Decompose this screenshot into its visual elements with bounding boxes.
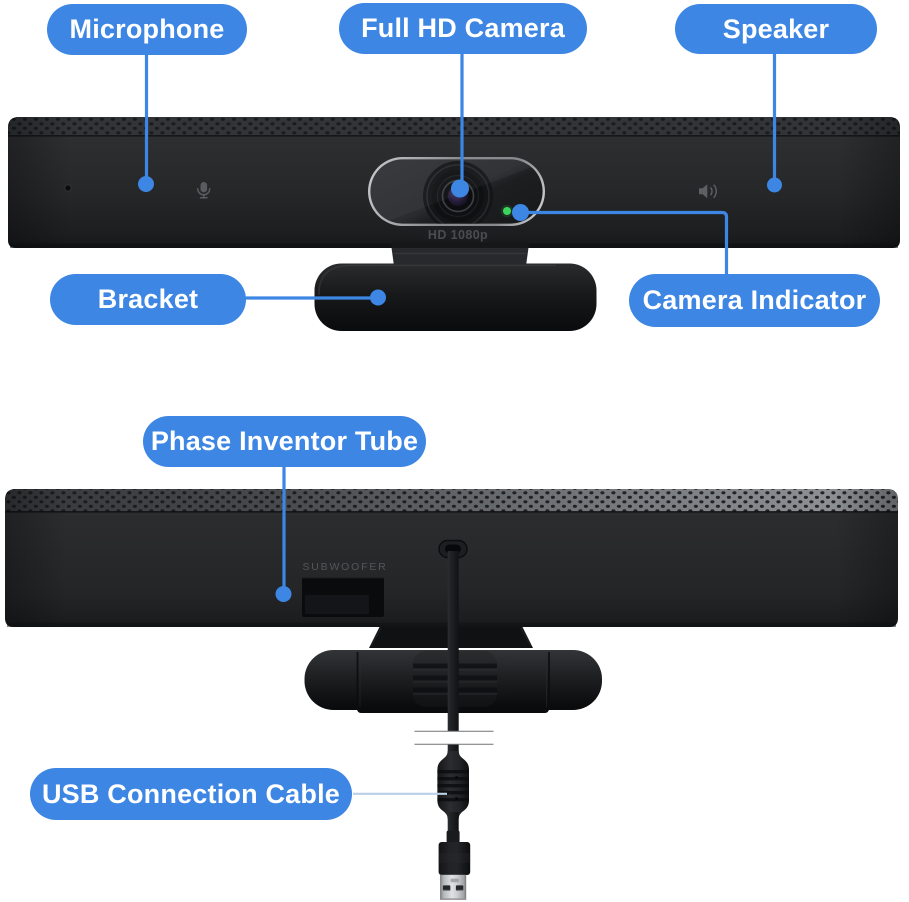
- rear-hinge-edge-right: [520, 627, 532, 647]
- usb-pin-hole-right: [455, 885, 464, 891]
- callout-bracket: Bracket: [50, 274, 246, 325]
- callout-full-hd-camera: Full HD Camera: [339, 3, 587, 54]
- cable-break-marks: [414, 730, 494, 745]
- callout-phase-inventor-tube: Phase Inventor Tube: [143, 416, 426, 467]
- bracket-neck-shadow: [391, 244, 529, 248]
- rear-view: [5, 489, 898, 900]
- usb-shell-bottom-edge: [440, 898, 467, 900]
- usb-overmold-band: [438, 853, 471, 863]
- front-bracket-highlight: [318, 264, 556, 296]
- bracket-neck: [391, 244, 529, 266]
- speaker-icon-wave-large: [713, 184, 717, 199]
- lens-ring-2: [436, 174, 480, 218]
- subwoofer-label: SUBWOOFER: [302, 561, 388, 573]
- cable-upper-segment: [447, 551, 459, 732]
- speaker-icon-body: [699, 184, 708, 199]
- front-bracket: [314, 263, 597, 331]
- lens-ring-1: [426, 164, 490, 224]
- phase-tube-leader-dot: [275, 586, 292, 602]
- usb-connector: [438, 830, 471, 900]
- microphone-pinhole-ring: [64, 184, 72, 192]
- front-bracket-assembly: [314, 244, 597, 331]
- usb-strain-relief: [446, 830, 460, 843]
- usb-overmold: [438, 842, 471, 875]
- mic-icon-capsule: [200, 182, 208, 193]
- usb-pin-hole-left: [442, 885, 451, 891]
- speaker-icon-wave-small: [709, 187, 713, 196]
- leader-lines: [144, 52, 777, 795]
- speaker-leader-dot: [767, 177, 782, 193]
- camera-led: [503, 207, 511, 215]
- microphone-leader-dot: [138, 176, 154, 192]
- leader-dots: [138, 176, 782, 602]
- mic-icon: [196, 182, 211, 199]
- usb-metal-shell: [440, 874, 467, 900]
- camera-leader-dot: [451, 179, 469, 198]
- speaker-icon: [699, 184, 717, 199]
- ferrite-bead: [437, 751, 469, 819]
- usb-shell-mark: [450, 878, 459, 883]
- camera-indicator-leader-line: [523, 210, 729, 275]
- callout-camera-indicator: Camera Indicator: [629, 274, 880, 327]
- cable-lower-segment: [447, 744, 459, 757]
- usb-cable: [414, 551, 494, 832]
- cable-connector-segment: [447, 812, 459, 832]
- microphone-pinhole: [65, 185, 71, 191]
- callout-usb-connection-cable: USB Connection Cable: [30, 768, 352, 820]
- subwoofer-port: [302, 577, 384, 617]
- callout-speaker: Speaker: [675, 4, 877, 54]
- bracket-leader-dot: [370, 289, 386, 306]
- callout-microphone: Microphone: [47, 4, 247, 55]
- camera-indicator-leader-dot: [512, 204, 529, 221]
- hd-1080p-badge: HD 1080p: [427, 227, 489, 242]
- rear-hinge-edge-left: [370, 627, 382, 647]
